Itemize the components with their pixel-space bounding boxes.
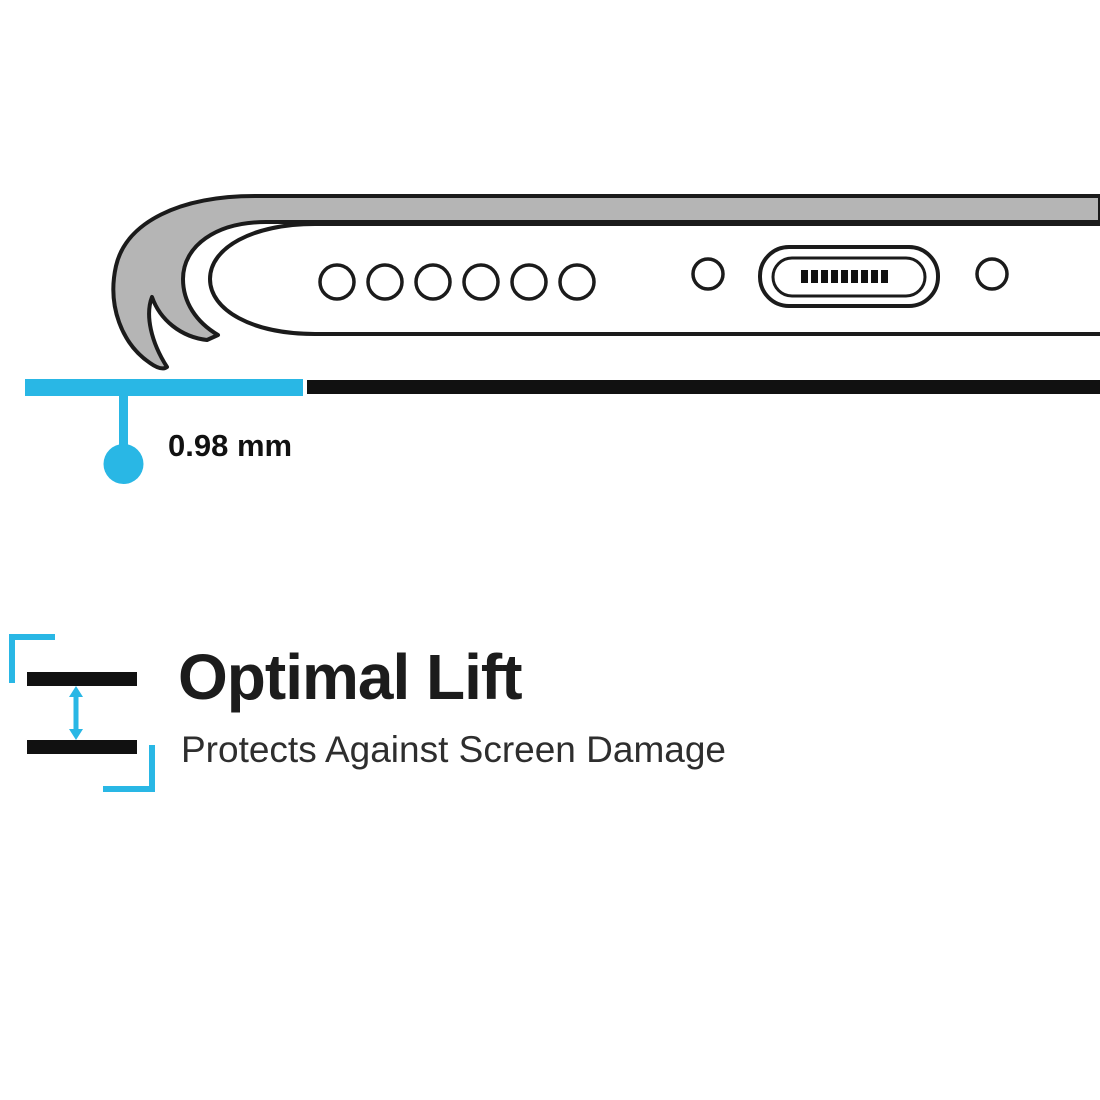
lift-icon: [9, 634, 155, 792]
speaker-hole: [510, 263, 548, 301]
measurement-leader-line: [119, 395, 128, 447]
speaker-hole: [558, 263, 596, 301]
charging-port-inner: [771, 256, 927, 298]
speaker-hole: [366, 263, 404, 301]
speaker-holes: [318, 263, 596, 301]
screw-hole-right: [975, 257, 1009, 291]
bracket-bottom-right-icon: [103, 745, 155, 792]
feature-title: Optimal Lift: [178, 641, 523, 713]
speaker-hole: [462, 263, 500, 301]
port-pins: [801, 270, 888, 283]
lift-gap-bar: [25, 379, 303, 396]
phone-illustration: [25, 194, 1100, 484]
screen-bar-bottom: [27, 740, 137, 754]
feature-subtitle: Protects Against Screen Damage: [181, 729, 727, 770]
screen-edge-bar: [307, 380, 1100, 394]
measurement-dot: [103, 444, 144, 484]
speaker-hole: [318, 263, 356, 301]
lift-arrow-icon: [69, 686, 83, 740]
screw-hole-left: [691, 257, 725, 291]
bracket-top-left-icon: [9, 634, 55, 683]
speaker-hole: [414, 263, 452, 301]
case-bumper: [111, 194, 1100, 371]
measurement-label: 0.98 mm: [168, 428, 293, 463]
screen-bar-top: [27, 672, 137, 686]
